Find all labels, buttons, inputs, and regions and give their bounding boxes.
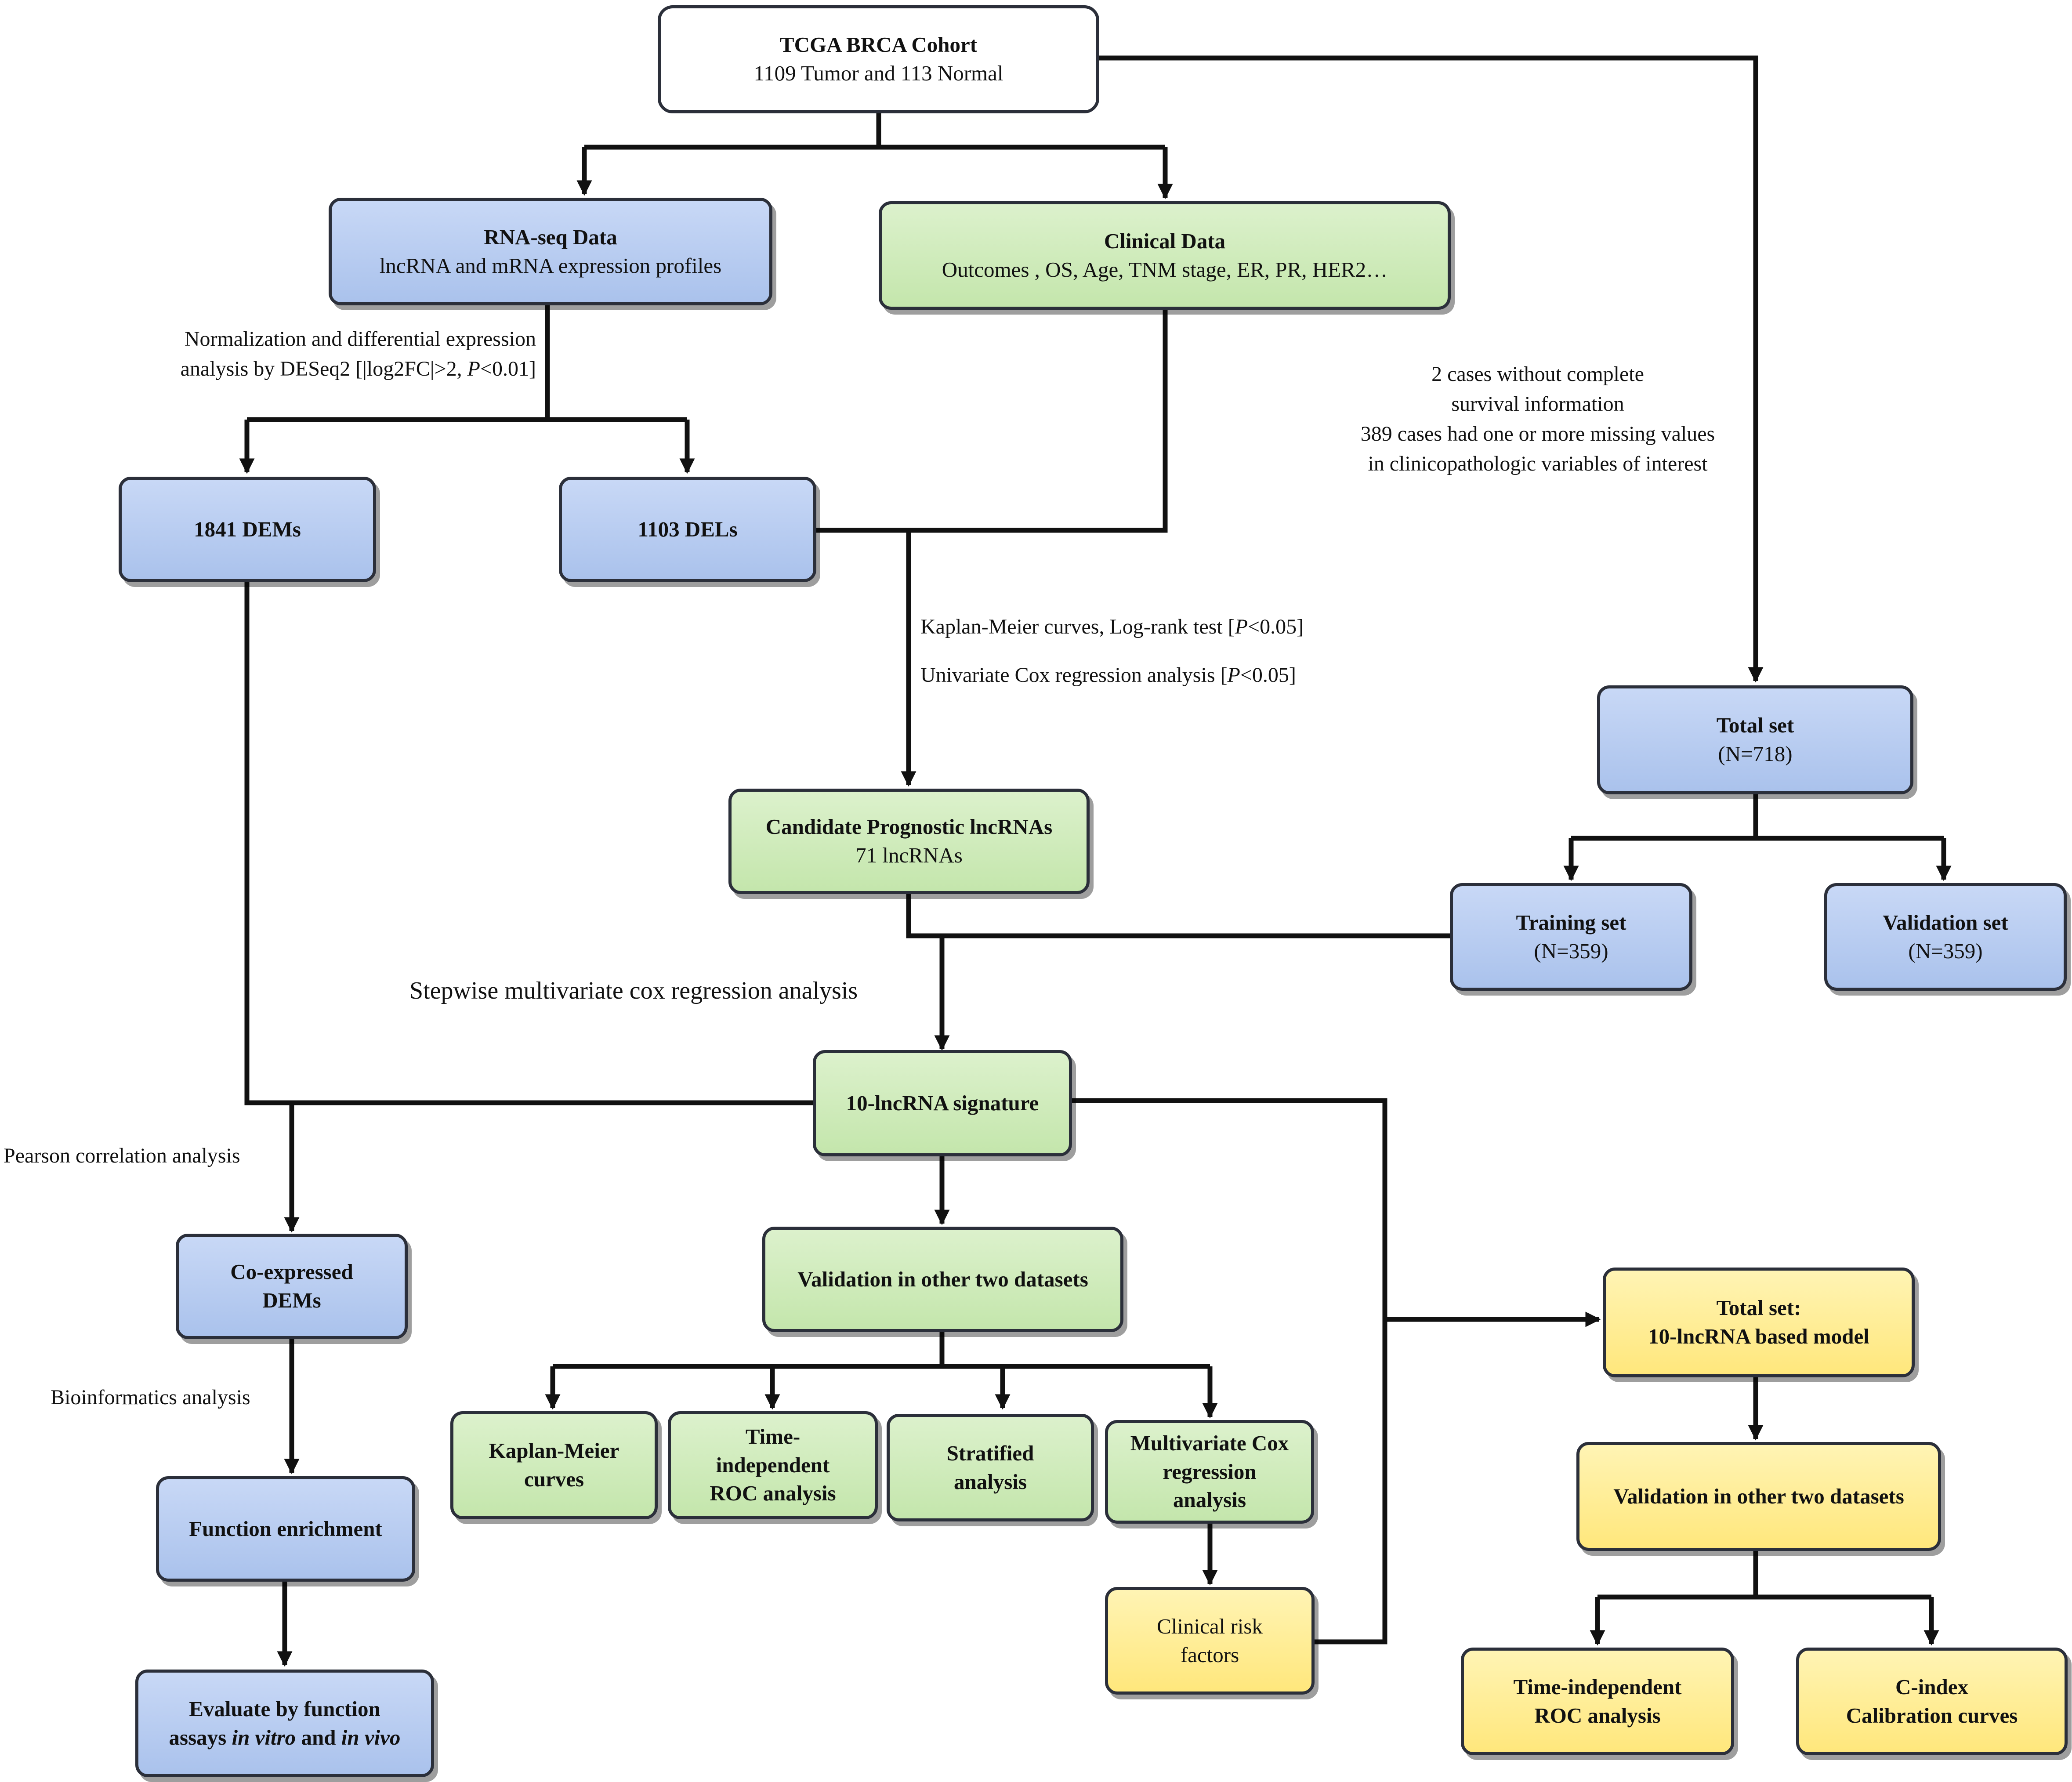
stratified-analysis-box: Stratified analysis	[887, 1414, 1094, 1521]
multicox-line1: Multivariate Cox	[1130, 1431, 1289, 1455]
validation-set-box: Validation set (N=359)	[1824, 883, 2067, 991]
roc-line3: ROC analysis	[710, 1481, 836, 1506]
connector-signature-right	[1070, 1098, 1387, 1644]
cindex-line1: C-index	[1895, 1674, 1969, 1699]
cindex-box: C-index Calibration curves	[1796, 1648, 2068, 1755]
rnaseq-title: RNA-seq Data	[484, 225, 617, 249]
univariate-label: Univariate Cox regression analysis [P<0.…	[920, 660, 1296, 690]
normalization-p: P	[467, 357, 480, 381]
normalization-line2: analysis by DESeq2 [|log2FC|>2, P<0.01]	[105, 354, 536, 384]
evaluate-in-vitro: in vitro	[232, 1725, 296, 1749]
stratified-line2: analysis	[953, 1469, 1027, 1494]
coexpressed-line2: DEMs	[262, 1288, 321, 1312]
connector-dems-to-signature	[244, 582, 813, 1105]
km-test-p: P	[1235, 615, 1248, 638]
roc-model-line2: ROC analysis	[1534, 1703, 1661, 1728]
roc-analysis-box: Time- independent ROC analysis	[668, 1411, 878, 1519]
normalization-line2-b: <0.01]	[480, 357, 536, 381]
total-model-box: Total set: 10-lncRNA based model	[1603, 1268, 1915, 1377]
clinical-risk-box: Clinical risk factors	[1105, 1587, 1315, 1695]
total-set-box: Total set (N=718)	[1597, 685, 1913, 794]
km-test-label: Kaplan-Meier curves, Log-rank test [P<0.…	[920, 612, 1304, 642]
rnaseq-subtitle: lncRNA and mRNA expression profiles	[379, 253, 722, 278]
stratified-line1: Stratified	[946, 1441, 1034, 1465]
candidate-box: Candidate Prognostic lncRNAs 71 lncRNAs	[728, 789, 1090, 894]
stepwise-label: Stepwise multivariate cox regression ana…	[409, 977, 858, 1004]
evaluate-line2: assays in vitro and in vivo	[169, 1724, 401, 1752]
function-enrichment-box: Function enrichment	[156, 1476, 415, 1582]
arrow-cohort-to-total	[1099, 55, 1764, 683]
total-set-count: (N=718)	[1718, 742, 1793, 766]
missing-line3: 389 cases had one or more missing values	[1360, 422, 1715, 446]
dels-box: 1103 DELs	[559, 477, 816, 582]
multivariate-cox-box: Multivariate Cox regression analysis	[1105, 1420, 1314, 1524]
normalization-line1: Normalization and differential expressio…	[184, 327, 536, 351]
roc-line1: Time-	[745, 1424, 801, 1449]
evaluate-assays: assays	[169, 1725, 232, 1749]
roc-model-line1: Time-independent	[1513, 1674, 1682, 1699]
total-model-line1: Total set:	[1716, 1296, 1801, 1320]
univariate-p: P	[1227, 663, 1240, 687]
normalization-label: Normalization and differential expressio…	[105, 324, 536, 384]
evaluate-in-vivo: in vivo	[341, 1725, 401, 1749]
roc-model-box: Time-independent ROC analysis	[1461, 1648, 1734, 1755]
missing-line2: survival information	[1451, 392, 1624, 416]
dems-title: 1841 DEMs	[194, 517, 301, 541]
validation-other-box: Validation in other two datasets	[762, 1227, 1123, 1332]
candidate-subtitle: 71 lncRNAs	[855, 843, 963, 867]
total-set-title: Total set	[1716, 713, 1794, 738]
clinical-title: Clinical Data	[1104, 228, 1226, 253]
univariate-a: Univariate Cox regression analysis [	[920, 663, 1228, 687]
dels-title: 1103 DELs	[638, 517, 738, 541]
evaluate-line1: Evaluate by function	[189, 1696, 380, 1721]
clinical-risk-line2: factors	[1180, 1642, 1239, 1667]
evaluate-box: Evaluate by function assays in vitro and…	[135, 1670, 434, 1777]
connector-candidate-training	[906, 894, 1450, 938]
clinical-subtitle: Outcomes , OS, Age, TNM stage, ER, PR, H…	[942, 257, 1388, 282]
multicox-line2: regression	[1163, 1459, 1257, 1484]
total-model-line2: 10-lncRNA based model	[1648, 1324, 1869, 1348]
validation-model-box: Validation in other two datasets	[1576, 1442, 1941, 1551]
km-test-b: <0.05]	[1248, 615, 1304, 638]
cohort-box: TCGA BRCA Cohort 1109 Tumor and 113 Norm…	[658, 5, 1099, 113]
connector-clinical-to-dels	[814, 310, 1168, 533]
candidate-title: Candidate Prognostic lncRNAs	[765, 815, 1053, 839]
missing-line4: in clinicopathologic variables of intere…	[1368, 452, 1708, 476]
missing-cases-label: 2 cases without complete survival inform…	[1274, 359, 1801, 479]
validation-other-title: Validation in other two datasets	[797, 1267, 1088, 1291]
training-set-title: Training set	[1516, 910, 1626, 934]
function-enrichment-title: Function enrichment	[189, 1516, 382, 1541]
km-test-a: Kaplan-Meier curves, Log-rank test [	[920, 615, 1235, 638]
pearson-label: Pearson correlation analysis	[4, 1144, 240, 1167]
multicox-line3: analysis	[1173, 1488, 1246, 1512]
coexpressed-line1: Co-expressed	[230, 1260, 353, 1284]
signature-title: 10-lncRNA signature	[846, 1090, 1039, 1115]
training-set-box: Training set (N=359)	[1450, 883, 1692, 991]
roc-line2: independent	[716, 1452, 830, 1477]
validation-set-count: (N=359)	[1908, 938, 1983, 963]
cindex-line2: Calibration curves	[1846, 1703, 2018, 1728]
km-line2: curves	[524, 1467, 584, 1491]
clinical-box: Clinical Data Outcomes , OS, Age, TNM st…	[879, 201, 1451, 310]
km-line1: Kaplan-Meier	[489, 1438, 619, 1463]
rnaseq-box: RNA-seq Data lncRNA and mRNA expression …	[329, 198, 772, 305]
coexpressed-box: Co-expressed DEMs	[176, 1234, 408, 1339]
normalization-line2-a: analysis by DESeq2 [|log2FC|>2,	[180, 357, 467, 381]
cohort-title: TCGA BRCA Cohort	[779, 33, 978, 57]
missing-line1: 2 cases without complete	[1431, 362, 1644, 386]
validation-set-title: Validation set	[1883, 910, 2008, 934]
dems-box: 1841 DEMs	[119, 477, 376, 582]
bioinformatics-label: Bioinformatics analysis	[51, 1386, 250, 1409]
km-curves-box: Kaplan-Meier curves	[450, 1411, 658, 1519]
evaluate-and: and	[296, 1725, 341, 1749]
cohort-subtitle: 1109 Tumor and 113 Normal	[753, 61, 1003, 85]
signature-box: 10-lncRNA signature	[813, 1050, 1072, 1156]
univariate-b: <0.05]	[1240, 663, 1296, 687]
clinical-risk-line1: Clinical risk	[1157, 1614, 1263, 1638]
training-set-count: (N=359)	[1534, 938, 1608, 963]
validation-model-title: Validation in other two datasets	[1613, 1484, 1904, 1508]
